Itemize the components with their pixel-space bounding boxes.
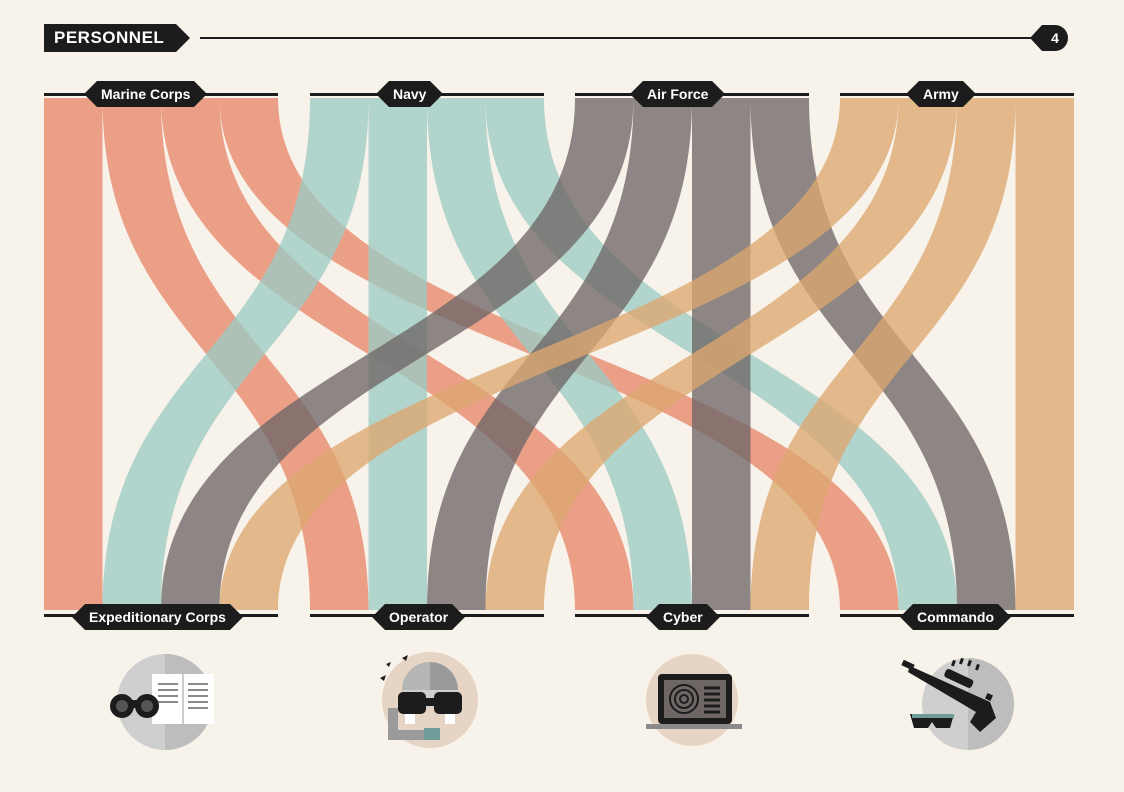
binoculars-document-icon	[110, 652, 220, 757]
flow-air-force-to-expeditionary-corps	[161, 98, 634, 610]
sniper-rifle-icon	[900, 652, 1020, 757]
flow-army-to-expeditionary-corps	[219, 98, 899, 610]
flow-marine-corps-to-expeditionary-corps	[44, 98, 103, 610]
page-tag-arrow	[1030, 25, 1042, 51]
page-number: 4	[1042, 25, 1068, 51]
target-label-operator: Operator	[372, 604, 466, 630]
laptop-circuit-icon	[640, 652, 745, 757]
source-label-air-force: Air Force	[630, 81, 726, 107]
flow-army-to-commando	[1015, 98, 1074, 610]
title-tag-arrow	[176, 24, 191, 52]
source-label-marine-corps: Marine Corps	[84, 81, 208, 107]
target-label-commando: Commando	[900, 604, 1011, 630]
section-title: PERSONNEL	[44, 24, 177, 52]
target-label-expeditionary-corps: Expeditionary Corps	[72, 604, 243, 630]
target-label-cyber: Cyber	[646, 604, 720, 630]
flow-navy-to-expeditionary-corps	[102, 98, 369, 610]
source-label-navy: Navy	[376, 81, 444, 107]
page-number-tag: 4	[1030, 25, 1074, 51]
header-rule	[200, 37, 1045, 39]
flow-army-to-operator	[485, 98, 957, 610]
section-title-tag: PERSONNEL	[44, 24, 191, 52]
pilot-goggles-icon	[372, 650, 482, 760]
flow-army-to-cyber	[750, 98, 1016, 610]
source-label-army: Army	[906, 81, 976, 107]
